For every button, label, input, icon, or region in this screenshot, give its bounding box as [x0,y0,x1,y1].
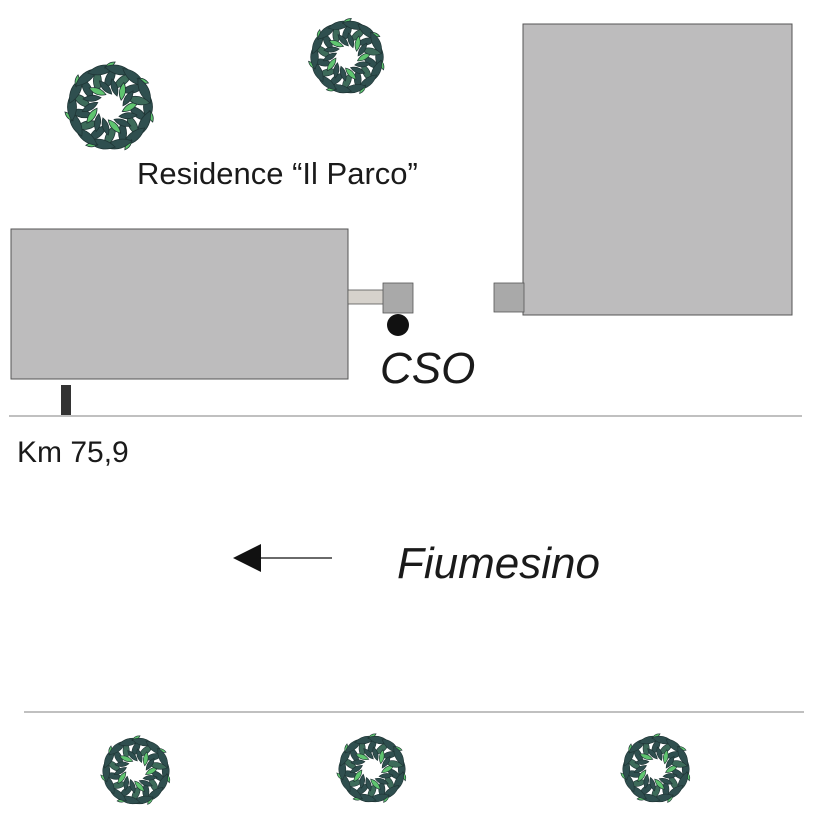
building-right [522,23,793,316]
tree-icon [63,59,156,152]
residence-label: Residence “Il Parco” [137,156,418,191]
tree-icon [306,16,386,96]
overflow-pipe [347,289,385,305]
arrow-left-icon [233,544,332,572]
river-label: Fiumesino [397,539,600,588]
tree-icon [99,734,172,807]
manhole-left [382,282,414,314]
cso-outfall-point [387,314,409,336]
km-marker-post [61,385,71,415]
manhole-right [493,282,525,313]
km-label: Km 75,9 [17,436,129,469]
building-left [10,228,349,380]
tree-icon [619,732,692,805]
cso-label: CSO [380,344,475,393]
tree-icon [335,732,408,805]
